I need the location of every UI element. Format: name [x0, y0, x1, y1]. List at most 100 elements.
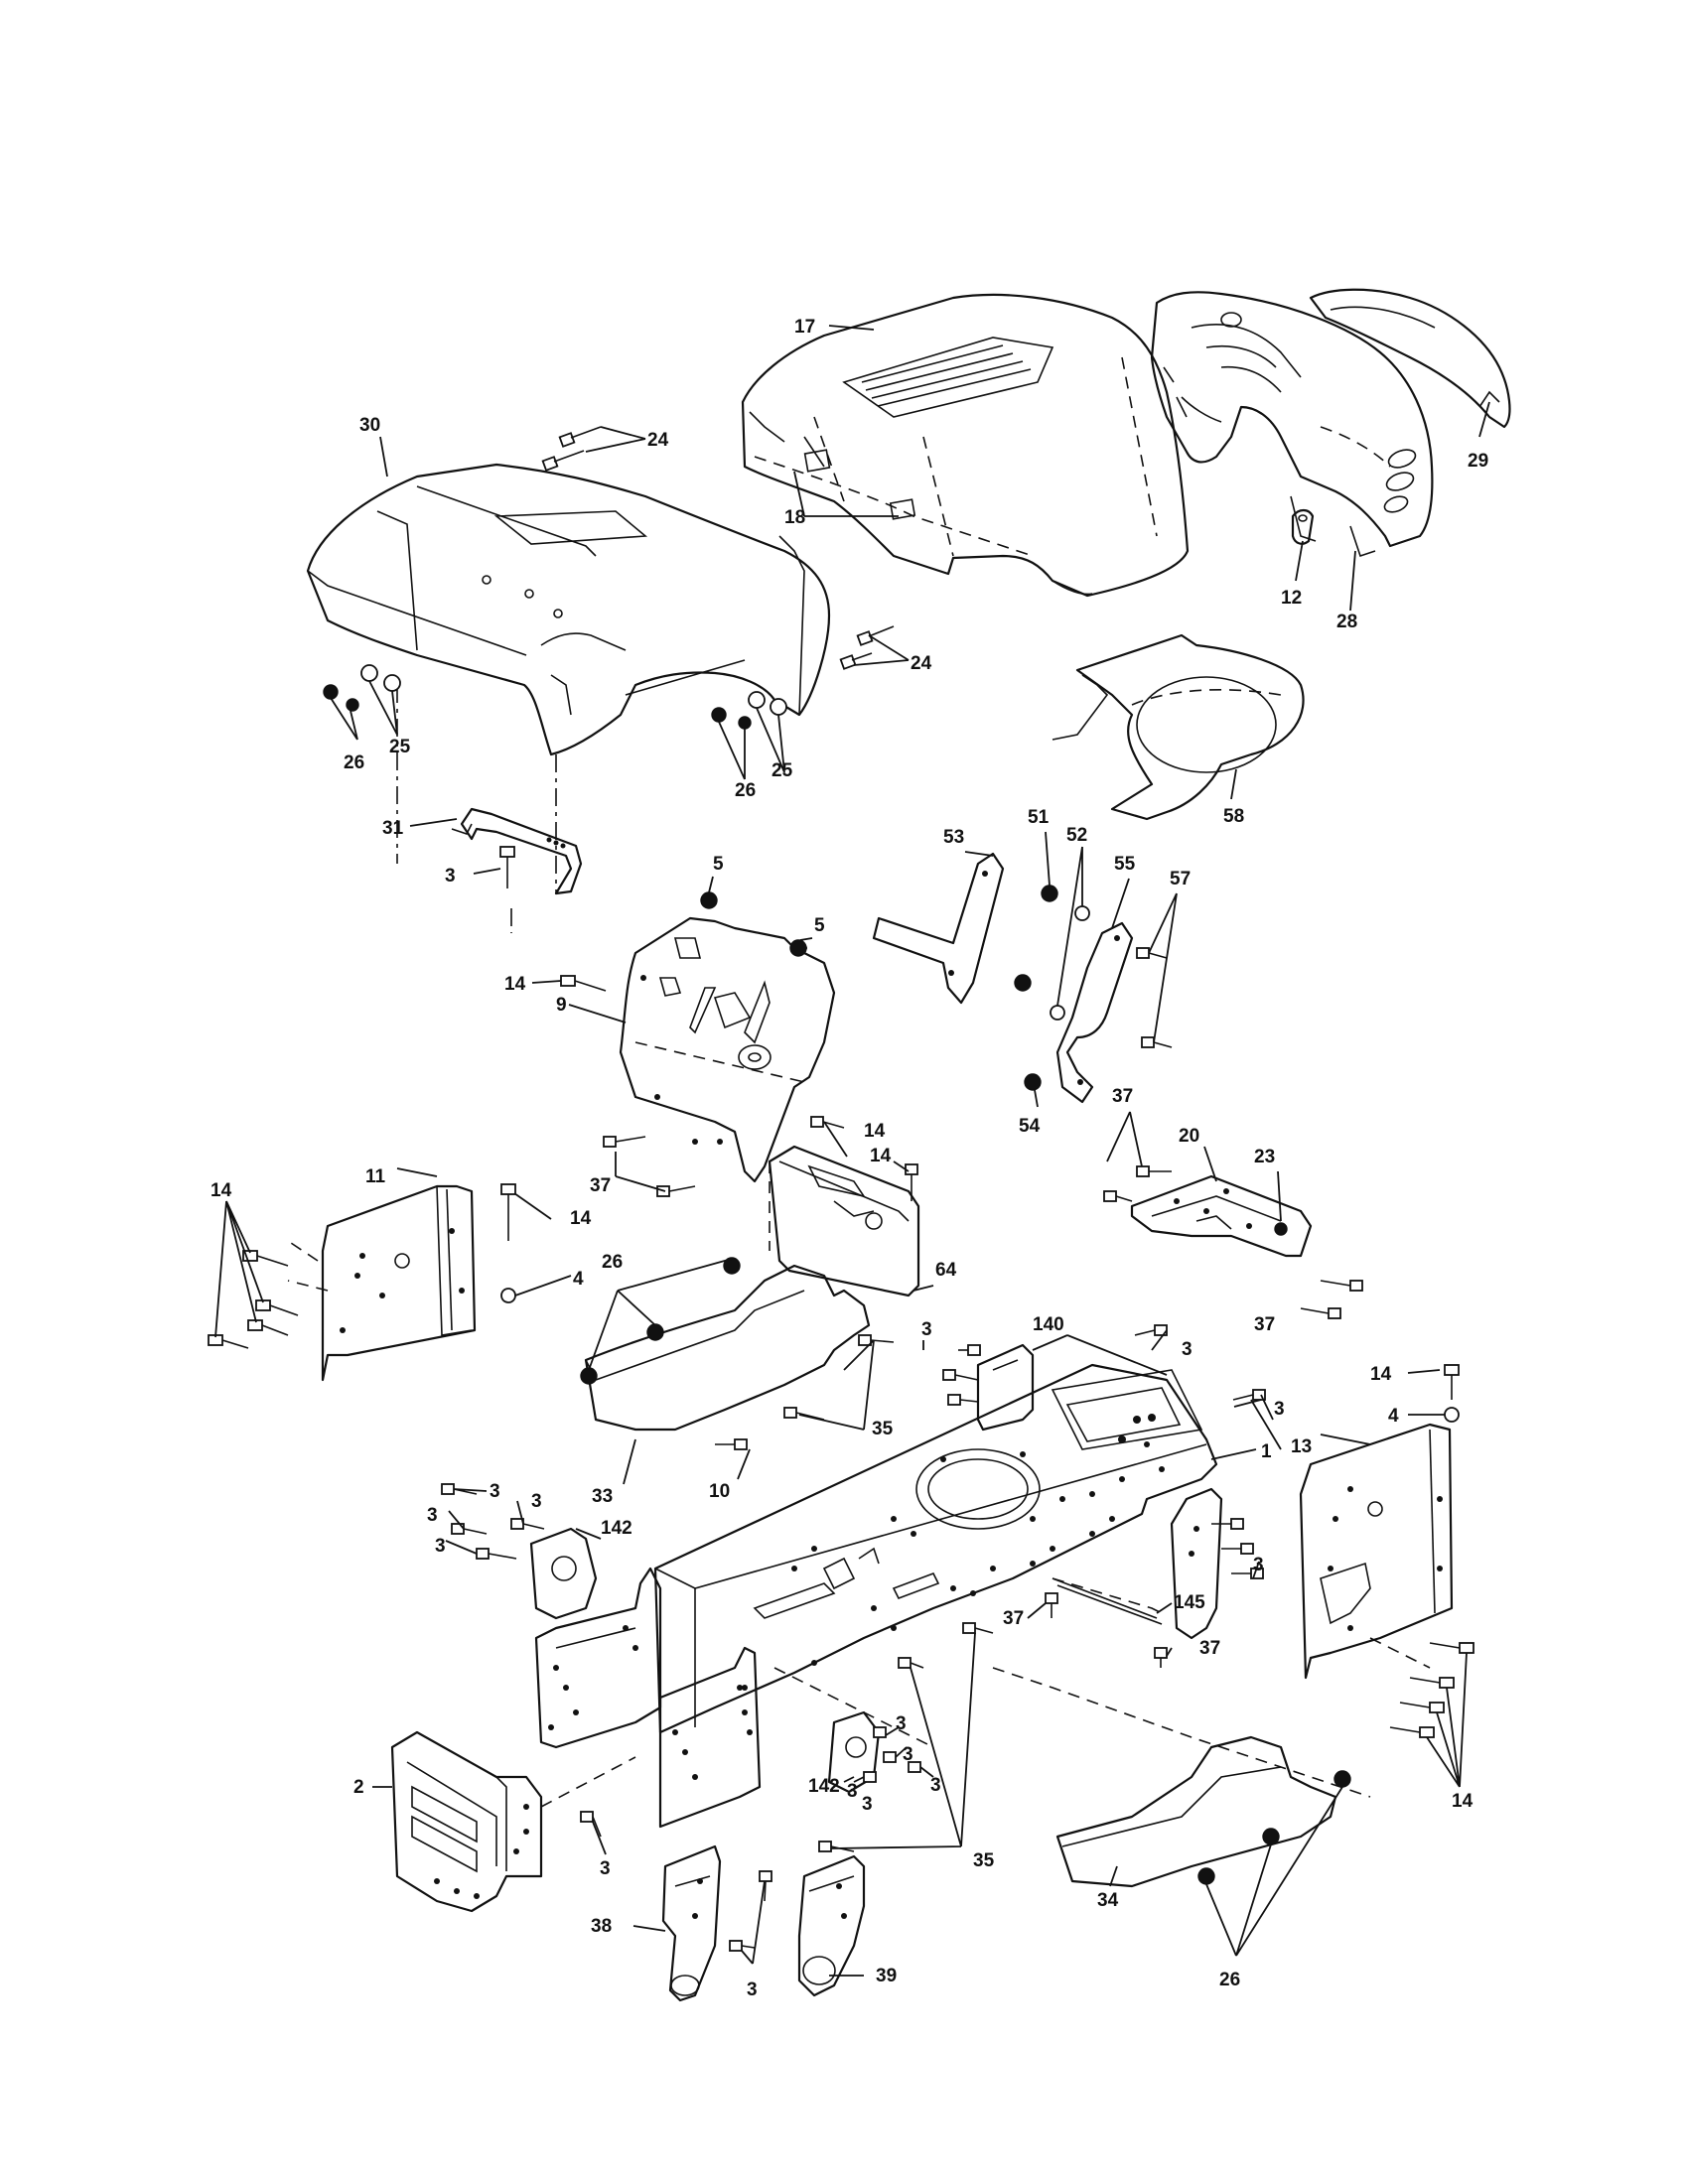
- bolt-icon: [898, 1657, 924, 1669]
- bolt-icon: [810, 1116, 845, 1129]
- bolt-icon: [942, 1369, 979, 1381]
- latch-part-12: [1291, 508, 1315, 545]
- bolt-icon: [783, 1407, 825, 1421]
- bolt-icon: [580, 1811, 602, 1838]
- bolt-icon: [476, 1548, 517, 1560]
- label-26: 26: [1219, 1970, 1240, 1990]
- label-3: 3: [490, 1481, 500, 1502]
- label-14: 14: [570, 1208, 592, 1229]
- bolt-icon: [873, 1726, 887, 1738]
- label-3: 3: [1253, 1555, 1264, 1575]
- callout-labels: 17 29 30 24 18 12 28 24 26 25 26 25 58 3…: [210, 317, 1488, 2000]
- bolt-icon: [1399, 1702, 1445, 1713]
- label-25: 25: [389, 737, 411, 757]
- bolt-icon: [818, 1841, 855, 1852]
- bolt-icon: [759, 1870, 772, 1902]
- bolt-icon: [1221, 1543, 1254, 1555]
- label-34: 34: [1097, 1890, 1119, 1911]
- bolt-icon: [1429, 1642, 1474, 1654]
- bracket-part-38: [661, 1844, 722, 2002]
- bolt-icon: [1141, 1036, 1173, 1048]
- label-23: 23: [1254, 1147, 1275, 1167]
- label-4: 4: [573, 1269, 584, 1290]
- leader-lines: [214, 325, 1490, 1977]
- bolt-icon: [1300, 1307, 1341, 1319]
- label-3: 3: [531, 1491, 542, 1512]
- label-140: 140: [1033, 1314, 1064, 1335]
- label-3: 3: [747, 1979, 758, 2000]
- label-37: 37: [1112, 1086, 1133, 1107]
- label-53: 53: [943, 827, 964, 848]
- label-13: 13: [1291, 1436, 1312, 1457]
- bracket-part-53: [872, 852, 1005, 1005]
- bracket-part-31: [451, 807, 583, 933]
- bolt-icon: [1154, 1647, 1168, 1668]
- label-26: 26: [344, 752, 364, 773]
- label-2: 2: [353, 1777, 364, 1798]
- label-3: 3: [862, 1794, 873, 1815]
- bolt-icon: [839, 652, 873, 670]
- main-frame-part-1: [534, 1363, 1371, 1829]
- label-3: 3: [847, 1781, 858, 1802]
- footrest-part-34: [1055, 1735, 1337, 1888]
- label-29: 29: [1468, 451, 1488, 472]
- label-145: 145: [1174, 1592, 1205, 1613]
- label-3: 3: [903, 1744, 913, 1765]
- label-3: 3: [445, 866, 456, 887]
- bracket-part-55: [1055, 921, 1134, 1104]
- bolt-icon: [242, 1250, 289, 1267]
- bolt-icon: [451, 1523, 488, 1535]
- bolt-icon: [247, 1319, 289, 1336]
- side-panel-part-13: [1299, 1423, 1454, 1680]
- bolt-icon: [1211, 1518, 1244, 1530]
- label-25: 25: [772, 760, 793, 781]
- bracket-part-64: [768, 1145, 920, 1297]
- rod-part-145: [1052, 1577, 1163, 1625]
- label-38: 38: [591, 1916, 612, 1937]
- label-14: 14: [870, 1146, 892, 1166]
- label-18: 18: [784, 507, 805, 528]
- bolt-icon: [1045, 1592, 1058, 1618]
- hood-part-17: [741, 293, 1190, 598]
- panel-part-9: [619, 916, 836, 1183]
- bolt-icon: [1136, 947, 1168, 959]
- bolt-icon: [499, 846, 515, 888]
- label-28: 28: [1336, 612, 1357, 632]
- bolt-icon: [1444, 1364, 1460, 1400]
- label-10: 10: [709, 1481, 730, 1502]
- bolt-icon: [208, 1334, 249, 1349]
- footrest-part-33: [584, 1264, 871, 1432]
- label-5: 5: [713, 854, 724, 875]
- bolt-icon: [1134, 1324, 1168, 1336]
- label-64: 64: [935, 1260, 957, 1281]
- label-58: 58: [1223, 806, 1244, 827]
- bolt-icon: [863, 1771, 877, 1783]
- label-12: 12: [1281, 588, 1302, 609]
- label-30: 30: [359, 415, 380, 436]
- label-142: 142: [808, 1776, 840, 1797]
- label-26: 26: [735, 780, 756, 801]
- bolt-icon: [541, 450, 585, 472]
- bolt-icon: [958, 1344, 981, 1356]
- fender-part-30: [306, 463, 831, 893]
- label-4: 4: [1388, 1406, 1399, 1427]
- label-3: 3: [921, 1319, 932, 1340]
- label-14: 14: [864, 1121, 886, 1142]
- label-3: 3: [930, 1775, 941, 1796]
- bolt-icon: [1389, 1726, 1435, 1738]
- label-11: 11: [365, 1166, 386, 1187]
- bolt-icon: [558, 426, 602, 448]
- label-57: 57: [1170, 869, 1191, 889]
- label-51: 51: [1028, 807, 1050, 828]
- label-142: 142: [601, 1518, 632, 1539]
- label-3: 3: [435, 1536, 446, 1557]
- label-14: 14: [1370, 1364, 1392, 1385]
- bracket-part-142: [529, 1527, 598, 1620]
- bolt-icon: [962, 1622, 994, 1634]
- bolt-icon: [1409, 1677, 1455, 1689]
- belt-shield-part-58: [1052, 633, 1305, 821]
- label-5: 5: [814, 915, 825, 936]
- bolt-icon: [947, 1394, 979, 1406]
- label-37: 37: [590, 1175, 611, 1196]
- bolt-icon: [856, 625, 895, 646]
